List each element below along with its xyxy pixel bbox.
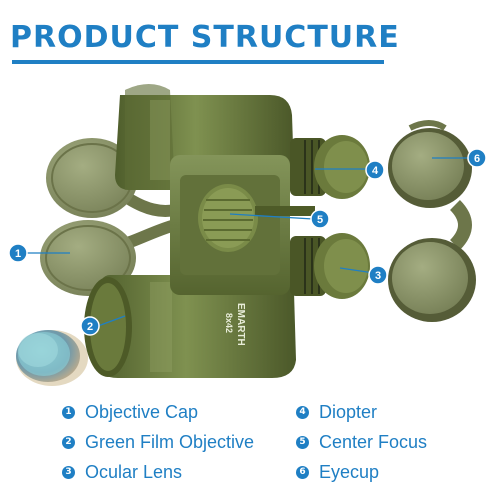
eyecups: [388, 120, 476, 322]
center-focus-wheel: [198, 184, 258, 252]
page-title: PRODUCT STRUCTURE: [10, 20, 400, 55]
upper-eyepiece: [290, 135, 370, 199]
binoculars-diagram: EMARTH 8x42: [8, 84, 487, 386]
binoculars-body: EMARTH 8x42: [84, 84, 370, 378]
legend-item-eyecup: 6 Eyecup: [296, 460, 379, 484]
green-film-objective-lens: [16, 330, 88, 386]
brand-marking: EMARTH: [235, 303, 246, 346]
legend-label: Diopter: [319, 401, 378, 422]
legend-label: Eyecup: [319, 461, 380, 482]
legend-number: 5: [296, 435, 309, 449]
legend-item-green-film-objective: 2 Green Film Objective: [62, 430, 254, 454]
svg-text:5: 5: [317, 214, 323, 226]
marker-6: 6: [467, 148, 487, 168]
legend-number: 2: [62, 435, 75, 449]
legend-label: Objective Cap: [85, 401, 199, 422]
svg-text:1: 1: [15, 248, 21, 260]
legend-label: Center Focus: [319, 431, 428, 452]
title-underline: [12, 60, 384, 64]
marker-3: 3: [368, 265, 388, 285]
svg-text:6: 6: [474, 153, 480, 165]
legend-item-ocular-lens: 3 Ocular Lens: [62, 460, 182, 484]
svg-text:3: 3: [375, 270, 381, 282]
legend-number: 6: [296, 465, 309, 479]
legend-number: 3: [62, 465, 75, 479]
marker-1: 1: [8, 243, 28, 263]
svg-text:2: 2: [87, 321, 93, 333]
marker-2: 2: [80, 316, 100, 336]
marker-4: 4: [365, 160, 385, 180]
lower-eyepiece: [290, 233, 370, 299]
model-marking: 8x42: [224, 313, 234, 333]
legend-number: 1: [62, 405, 75, 419]
legend-item-diopter: 4 Diopter: [296, 400, 377, 424]
legend-item-objective-cap: 1 Objective Cap: [62, 400, 198, 424]
objective-caps: [40, 138, 177, 296]
leader-lines: [25, 157, 469, 327]
legend-label: Ocular Lens: [85, 461, 183, 482]
marker-5: 5: [310, 209, 330, 229]
legend-label: Green Film Objective: [85, 431, 255, 452]
legend: 1 Objective Cap 2 Green Film Objective 3…: [0, 395, 500, 500]
legend-item-center-focus: 5 Center Focus: [296, 430, 427, 454]
svg-text:4: 4: [372, 165, 379, 177]
body-marking: EMARTH 8x42: [224, 303, 246, 346]
legend-number: 4: [296, 405, 309, 419]
